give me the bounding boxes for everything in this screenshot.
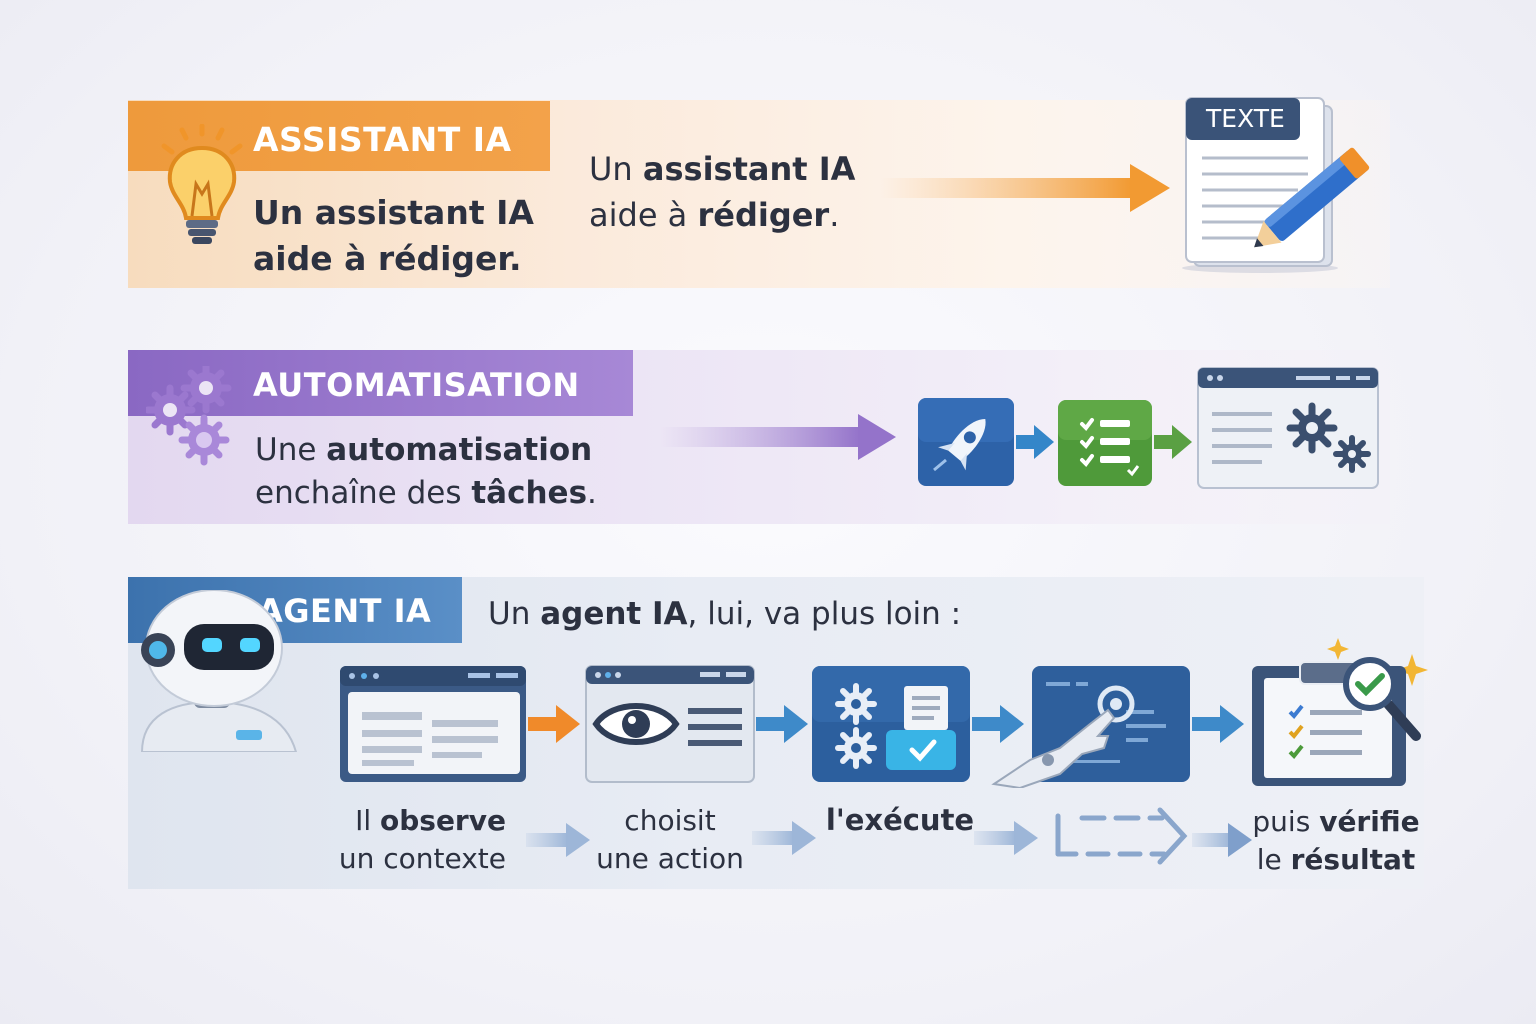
eye-window-icon <box>585 665 755 783</box>
context-window-icon <box>340 666 526 782</box>
step-bold: observe <box>380 804 506 837</box>
robot-hand-icon <box>991 666 1190 788</box>
arrow-right-icon <box>528 705 580 743</box>
settings-window-icon <box>1197 367 1379 489</box>
step-observe-label: Il observe un contexte <box>300 802 506 878</box>
step-text: un contexte <box>338 842 506 875</box>
step-text: une action <box>596 842 744 875</box>
step-bold: résultat <box>1290 843 1416 876</box>
verify-clipboard-icon <box>1252 638 1428 786</box>
arrow-right-icon <box>1016 425 1054 459</box>
desc-text: enchaîne des <box>255 475 472 511</box>
step-choose-label: choisit une action <box>580 802 760 878</box>
arrow-right-icon <box>972 705 1024 743</box>
arrow-right-icon <box>974 821 1038 855</box>
step-text: choisit <box>624 804 716 837</box>
execute-icon <box>812 666 970 782</box>
agent-title: AGENT IA <box>258 592 432 630</box>
step-text: le <box>1256 843 1291 876</box>
assistant-desc-line1: Un assistant IA <box>253 193 534 232</box>
assistant-description: Un assistant IA aide à rédiger. <box>253 190 534 282</box>
desc-text: Une <box>255 432 327 468</box>
caption-bold: rédiger <box>697 196 830 234</box>
step-text: puis <box>1252 805 1320 838</box>
desc-bold: tâches <box>471 475 588 511</box>
assistant-title: ASSISTANT IA <box>253 120 512 159</box>
lightbulb-icon <box>161 124 243 244</box>
caption-bold: assistant IA <box>642 150 856 188</box>
desc-text: . <box>587 475 597 511</box>
step-text: Il <box>355 804 380 837</box>
gears-icon <box>146 366 232 466</box>
intro-text: , lui, va plus loin : <box>687 596 962 632</box>
arrow-right-icon <box>756 705 808 743</box>
automation-title: AUTOMATISATION <box>253 366 580 404</box>
checklist-icon <box>1058 400 1152 486</box>
arrow-right-icon <box>1192 823 1252 857</box>
document-label: TEXTE <box>1206 104 1285 133</box>
step-bold: vérifie <box>1319 805 1420 838</box>
caption-text: Un <box>589 150 643 188</box>
step-execute-label: l'exécute <box>825 803 975 837</box>
robot-icon <box>140 590 298 752</box>
arrow-right-icon <box>660 414 896 460</box>
arrow-right-icon <box>1154 425 1192 459</box>
intro-bold: agent IA <box>540 596 688 632</box>
automation-description: Une automatisation enchaîne des tâches. <box>255 429 597 515</box>
assistant-desc-line2: aide à rédiger. <box>253 239 522 278</box>
arrow-right-icon <box>1192 705 1244 743</box>
arrow-right-icon <box>526 823 590 857</box>
document-pencil-icon <box>1182 97 1370 273</box>
agent-intro: Un agent IA, lui, va plus loin : <box>488 596 961 632</box>
rocket-icon <box>918 398 1014 486</box>
intro-text: Un <box>488 596 541 632</box>
assistant-caption: Un assistant IA aide à rédiger. <box>589 146 855 238</box>
caption-text: . <box>829 196 840 234</box>
caption-text: aide à <box>589 196 698 234</box>
step-verify-label: puis vérifie le résultat <box>1244 803 1428 879</box>
desc-bold: automatisation <box>326 432 593 468</box>
arrow-right-icon <box>752 821 816 855</box>
loop-dashed-icon <box>1055 807 1188 865</box>
arrow-right-icon <box>880 164 1170 212</box>
